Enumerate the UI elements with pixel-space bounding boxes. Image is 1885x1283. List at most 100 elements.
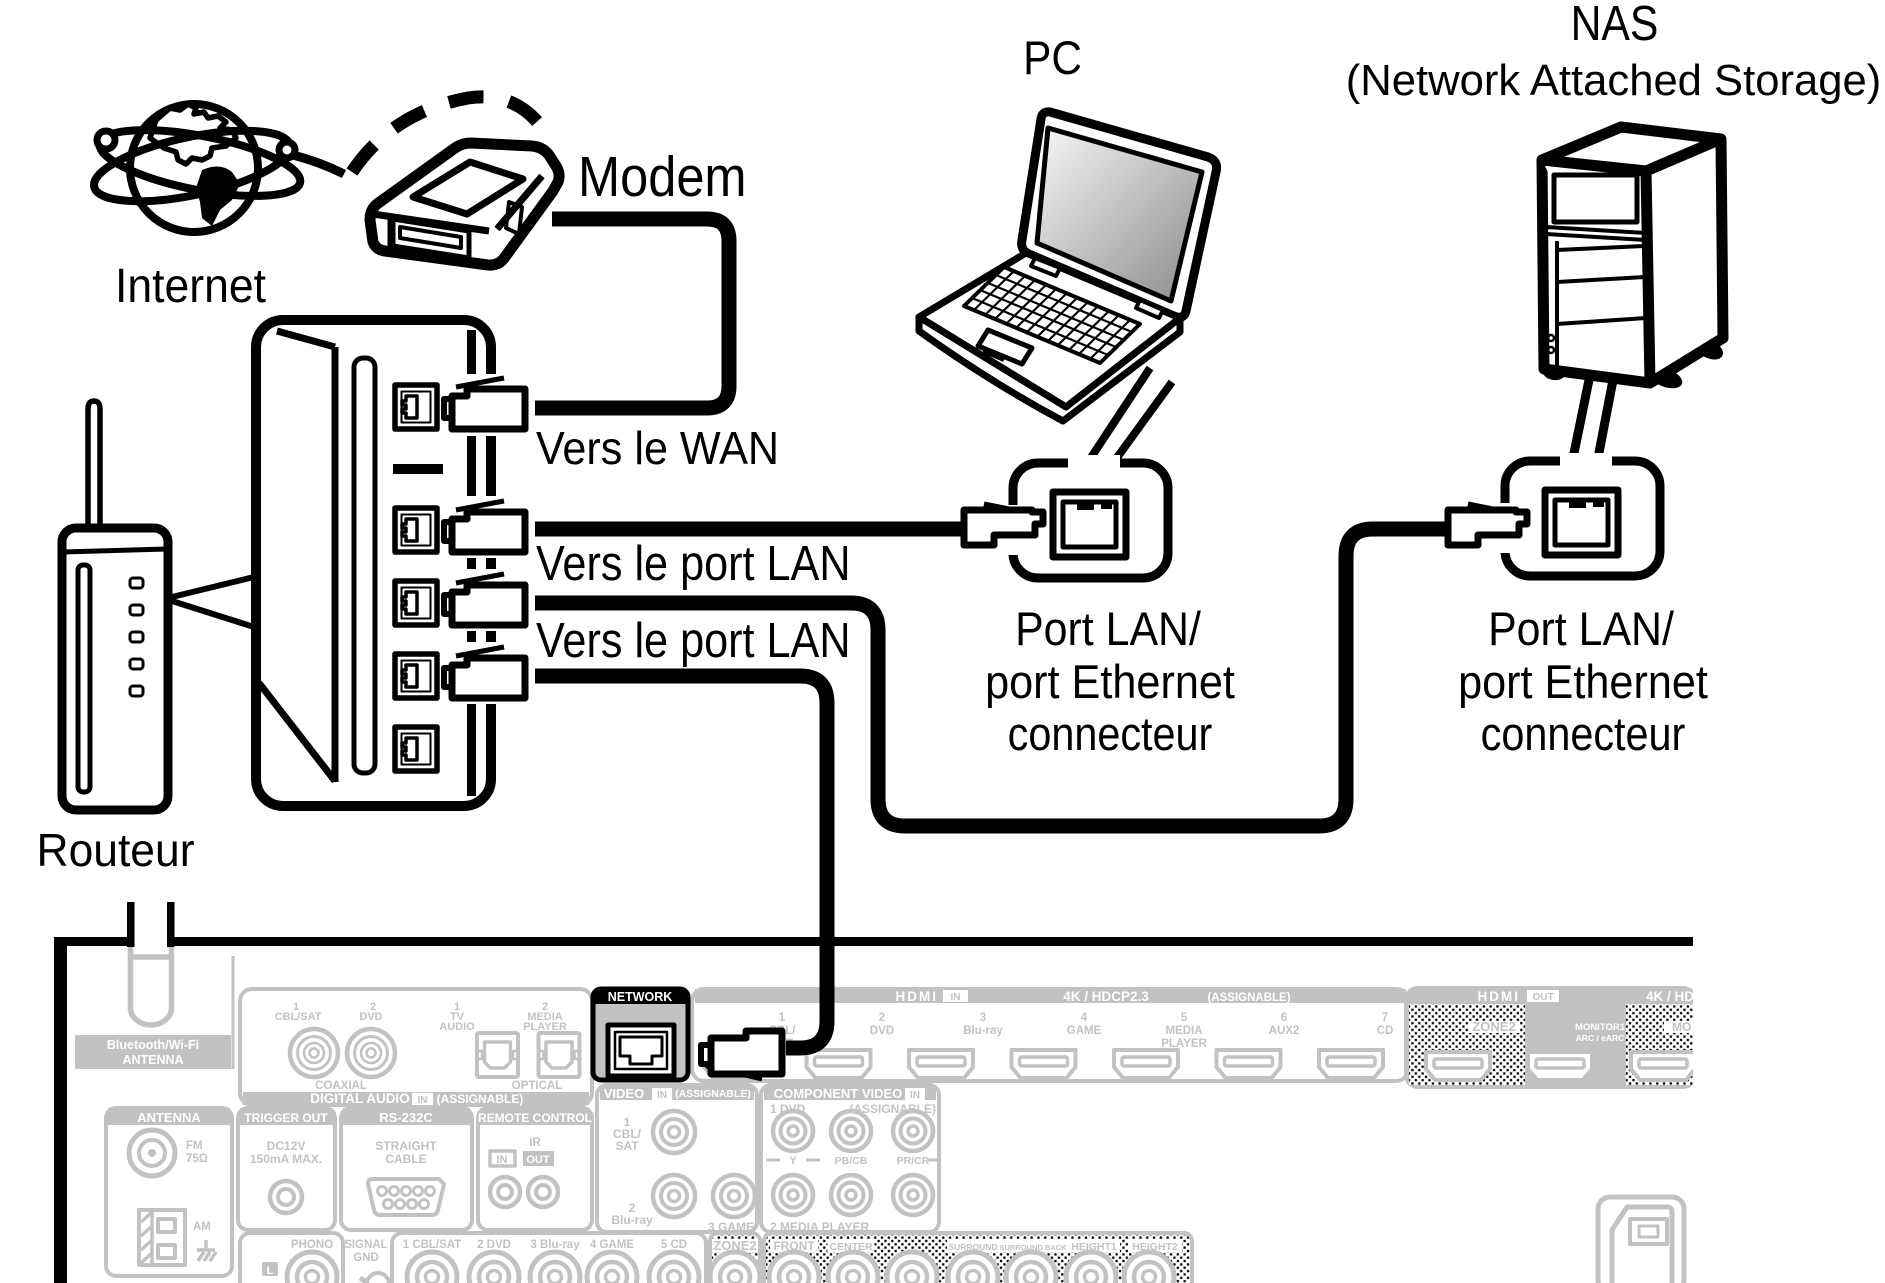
svg-text:2: 2 <box>542 1001 548 1013</box>
svg-text:ANTENNA: ANTENNA <box>122 1053 183 1067</box>
svg-text:150mA MAX.: 150mA MAX. <box>250 1152 322 1166</box>
svg-text:TRIGGER OUT: TRIGGER OUT <box>244 1111 328 1125</box>
svg-text:Y: Y <box>789 1155 797 1167</box>
svg-text:Internet: Internet <box>115 258 266 312</box>
svg-text:Port LAN/: Port LAN/ <box>1015 602 1201 656</box>
svg-text:Vers le port LAN: Vers le port LAN <box>536 535 851 590</box>
svg-text:OUT: OUT <box>1532 992 1553 1003</box>
svg-text:AUX2: AUX2 <box>1269 1025 1300 1037</box>
svg-text:CBL/SAT: CBL/SAT <box>275 1011 322 1023</box>
svg-text:6: 6 <box>1281 1012 1287 1024</box>
svg-text:DC12V: DC12V <box>267 1139 306 1153</box>
svg-text:IN: IN <box>418 1095 428 1106</box>
svg-text:Vers le port LAN: Vers le port LAN <box>536 612 851 667</box>
svg-text:RS-232C: RS-232C <box>379 1110 433 1125</box>
svg-text:1: 1 <box>293 1001 299 1013</box>
svg-text:Blu-ray: Blu-ray <box>611 1213 653 1227</box>
svg-text:OPTICAL: OPTICAL <box>512 1080 562 1092</box>
svg-text:port Ethernet: port Ethernet <box>1458 655 1708 708</box>
svg-text:TV: TV <box>450 1011 465 1023</box>
svg-text:FRONT: FRONT <box>773 1239 815 1253</box>
svg-text:2 DVD: 2 DVD <box>477 1239 511 1251</box>
svg-text:75Ω: 75Ω <box>186 1153 208 1165</box>
svg-text:MO: MO <box>1672 1020 1691 1034</box>
svg-text:connecteur: connecteur <box>1481 708 1686 760</box>
svg-text:FM: FM <box>186 1140 203 1152</box>
svg-text:(ASSIGNABLE): (ASSIGNABLE) <box>675 1088 751 1100</box>
svg-text:SURROUND: SURROUND <box>948 1242 997 1252</box>
svg-text:SURROUND BACK: SURROUND BACK <box>999 1243 1067 1252</box>
svg-text:MEDIA: MEDIA <box>527 1011 563 1023</box>
svg-text:(ASSIGNABLE): (ASSIGNABLE) <box>437 1092 524 1106</box>
svg-text:PLAYER: PLAYER <box>523 1021 567 1033</box>
svg-text:VIDEO: VIDEO <box>604 1086 644 1101</box>
svg-text:2: 2 <box>370 1001 376 1013</box>
svg-text:AM: AM <box>193 1221 211 1233</box>
svg-text:CD: CD <box>1377 1025 1394 1037</box>
svg-text:2: 2 <box>629 1201 636 1215</box>
svg-text:Routeur: Routeur <box>37 824 195 876</box>
svg-text:(ASSIGNABLE): (ASSIGNABLE) <box>1207 992 1290 1004</box>
svg-text:(Network Attached Storage): (Network Attached Storage) <box>1346 56 1882 105</box>
svg-text:COAXIAL: COAXIAL <box>315 1080 367 1092</box>
svg-text:MEDIA: MEDIA <box>1165 1025 1202 1037</box>
svg-text:5 CD: 5 CD <box>661 1239 687 1251</box>
svg-text:STRAIGHT: STRAIGHT <box>375 1139 437 1153</box>
svg-text:ZONE2: ZONE2 <box>713 1238 756 1253</box>
svg-text:CABLE: CABLE <box>385 1152 426 1166</box>
svg-text:2 MEDIA PLAYER: 2 MEDIA PLAYER <box>770 1220 869 1234</box>
svg-text:3 GAME: 3 GAME <box>708 1220 754 1234</box>
svg-text:4K / HDC: 4K / HDC <box>1646 989 1704 1004</box>
svg-text:DVD: DVD <box>870 1025 894 1037</box>
svg-text:port Ethernet: port Ethernet <box>985 655 1235 708</box>
svg-text:OUT: OUT <box>526 1154 550 1166</box>
svg-text:PB/CB: PB/CB <box>835 1155 868 1167</box>
svg-text:IR: IR <box>529 1137 541 1149</box>
svg-text:1: 1 <box>624 1115 631 1129</box>
svg-text:Blu-ray: Blu-ray <box>963 1025 1003 1037</box>
svg-text:IN: IN <box>951 992 961 1003</box>
svg-text:DIGITAL AUDIO: DIGITAL AUDIO <box>310 1091 410 1106</box>
svg-text:ARC / eARC: ARC / eARC <box>1576 1033 1625 1043</box>
svg-text:3: 3 <box>980 1012 986 1024</box>
svg-text:CBL/: CBL/ <box>613 1127 642 1141</box>
svg-text:4 GAME: 4 GAME <box>590 1239 634 1251</box>
svg-text:PR/CR: PR/CR <box>897 1155 930 1167</box>
svg-text:NETWORK: NETWORK <box>608 990 673 1004</box>
svg-text:1: 1 <box>779 1012 786 1024</box>
svg-text:IN: IN <box>657 1090 667 1101</box>
svg-text:Modem: Modem <box>578 145 747 208</box>
svg-text:Vers le WAN: Vers le WAN <box>536 422 779 475</box>
svg-text:GAME: GAME <box>1067 1025 1102 1037</box>
svg-text:PC: PC <box>1023 33 1082 84</box>
svg-text:AUDIO: AUDIO <box>439 1021 475 1033</box>
svg-text:NAS: NAS <box>1571 0 1659 51</box>
svg-text:SAT: SAT <box>615 1139 639 1153</box>
svg-text:3 Blu-ray: 3 Blu-ray <box>530 1239 580 1251</box>
svg-text:HEIGHT1: HEIGHT1 <box>1071 1241 1117 1253</box>
svg-text:1 CBL/SAT: 1 CBL/SAT <box>403 1239 462 1251</box>
svg-text:IN: IN <box>910 1090 920 1101</box>
svg-text:COMPONENT VIDEO: COMPONENT VIDEO <box>774 1086 903 1101</box>
svg-text:HEIGHT2: HEIGHT2 <box>1132 1241 1178 1253</box>
svg-text:PLAYER: PLAYER <box>1161 1038 1207 1050</box>
svg-text:PHONO: PHONO <box>291 1239 333 1251</box>
svg-text:5: 5 <box>1181 1012 1188 1024</box>
svg-text:SIGNAL: SIGNAL <box>344 1239 387 1251</box>
svg-text:REMOTE CONTROL: REMOTE CONTROL <box>478 1111 592 1125</box>
svg-text:7: 7 <box>1382 1012 1388 1024</box>
svg-text:2: 2 <box>879 1012 885 1024</box>
svg-text:DVD: DVD <box>359 1011 382 1023</box>
svg-text:Bluetooth/Wi-Fi: Bluetooth/Wi-Fi <box>107 1038 199 1052</box>
svg-text:GND: GND <box>353 1252 379 1264</box>
svg-text:MONITOR1: MONITOR1 <box>1575 1022 1626 1033</box>
svg-text:L: L <box>267 1265 274 1277</box>
svg-text:CENTER: CENTER <box>829 1241 873 1253</box>
svg-text:HDMI: HDMI <box>896 989 939 1004</box>
svg-text:4: 4 <box>1081 1012 1088 1024</box>
svg-text:connecteur: connecteur <box>1008 708 1213 760</box>
svg-text:IN: IN <box>497 1154 508 1166</box>
svg-text:HDMI: HDMI <box>1478 989 1521 1004</box>
svg-text:Port LAN/: Port LAN/ <box>1488 602 1674 656</box>
svg-text:1: 1 <box>454 1001 460 1013</box>
